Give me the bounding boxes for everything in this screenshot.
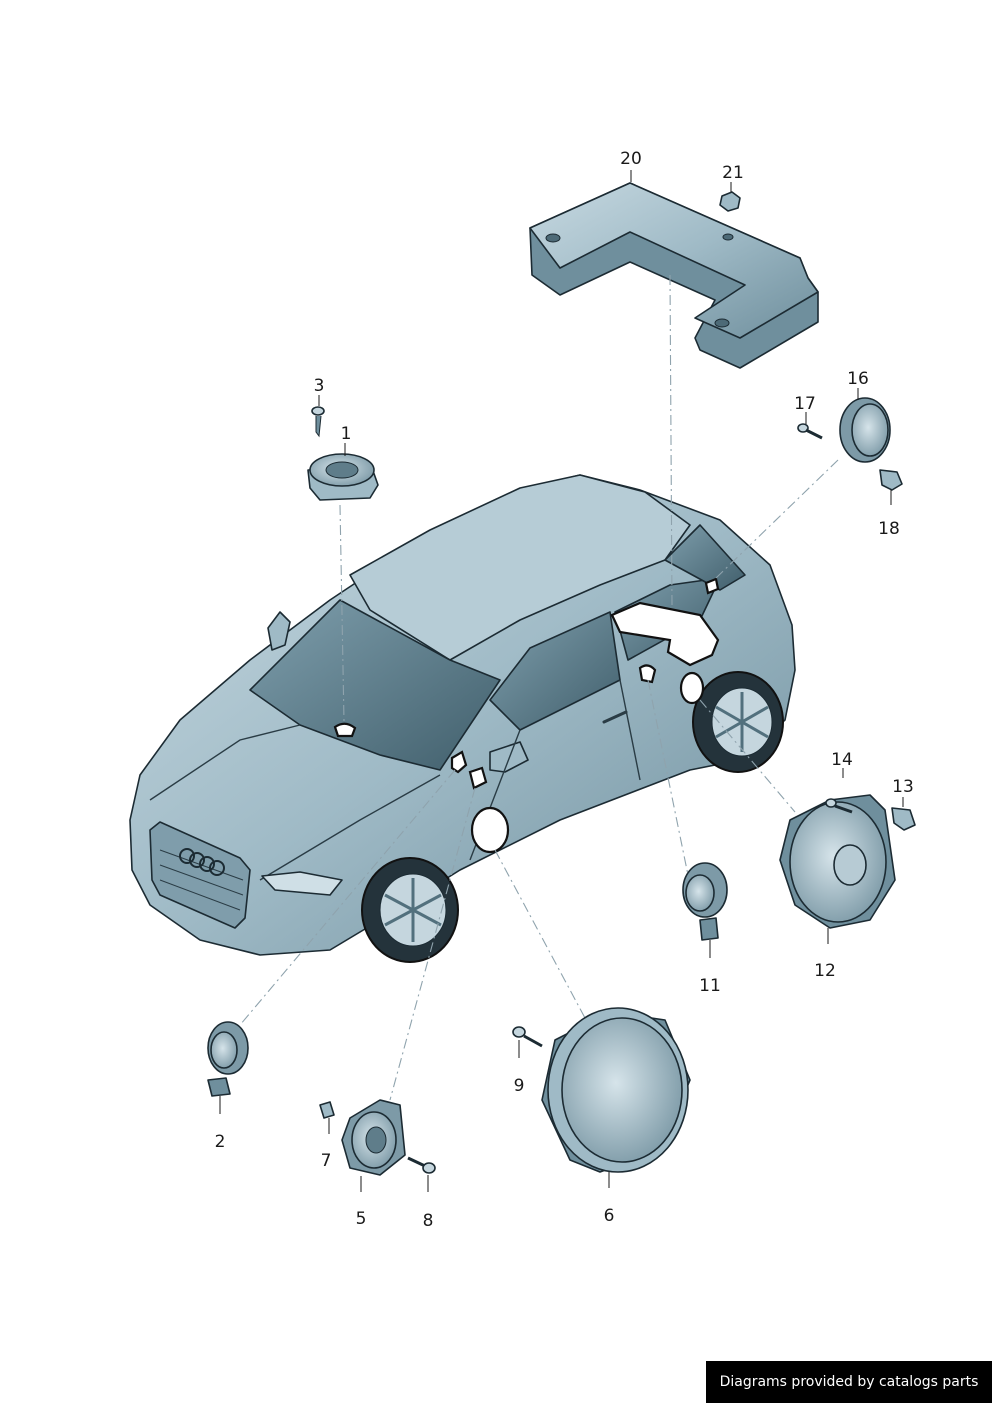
clip-13 — [891, 807, 916, 831]
callout-14: 14 — [831, 750, 853, 770]
mount-position-dash-speaker — [333, 722, 357, 738]
woofer-12 — [779, 794, 896, 929]
screw-14 — [825, 798, 853, 814]
callout-9: 9 — [513, 1076, 525, 1096]
callout-8: 8 — [422, 1211, 434, 1231]
car-body — [129, 474, 796, 963]
callout-1: 1 — [340, 424, 352, 444]
screw-17 — [797, 423, 823, 440]
callout-2: 2 — [214, 1132, 226, 1152]
leader-lines — [239, 274, 839, 1101]
callout-21: 21 — [722, 163, 744, 183]
callout-17: 17 — [794, 394, 816, 414]
speaker-5 — [341, 1099, 406, 1176]
brand-logo — [179, 848, 225, 876]
tweeter-1 — [307, 453, 379, 501]
mount-position-door-woofer — [470, 806, 510, 854]
woofer-6 — [541, 1007, 691, 1173]
callout-ticks — [219, 170, 904, 1192]
amplifier-module — [529, 182, 819, 369]
screw-9 — [512, 1026, 543, 1048]
callout-7: 7 — [320, 1151, 332, 1171]
clip-7 — [319, 1101, 335, 1119]
mount-position-mirror-triangle — [468, 766, 488, 790]
tweeter-2 — [207, 1021, 249, 1097]
mount-position-a-pillar — [450, 750, 468, 774]
callout-5: 5 — [355, 1209, 367, 1229]
mount-position-amplifier — [610, 601, 720, 667]
callout-18: 18 — [878, 519, 900, 539]
screw-8 — [407, 1156, 436, 1174]
callout-11: 11 — [699, 976, 721, 996]
callout-6: 6 — [603, 1206, 615, 1226]
callout-16: 16 — [847, 369, 869, 389]
nut-21 — [719, 191, 741, 212]
callout-12: 12 — [814, 961, 836, 981]
mount-position-rear-woofer — [679, 671, 705, 705]
mount-position-rear-tweeter — [704, 577, 720, 595]
clip-18 — [879, 469, 903, 491]
tweeter-11 — [682, 862, 728, 941]
callout-3: 3 — [313, 376, 325, 396]
rear-speaker-16 — [839, 397, 891, 463]
screw-3 — [311, 406, 325, 438]
callout-20: 20 — [620, 149, 642, 169]
callout-13: 13 — [892, 777, 914, 797]
credit-banner: Diagrams provided by catalogs parts — [706, 1361, 992, 1403]
mount-position-rear-panel-small — [638, 664, 657, 684]
